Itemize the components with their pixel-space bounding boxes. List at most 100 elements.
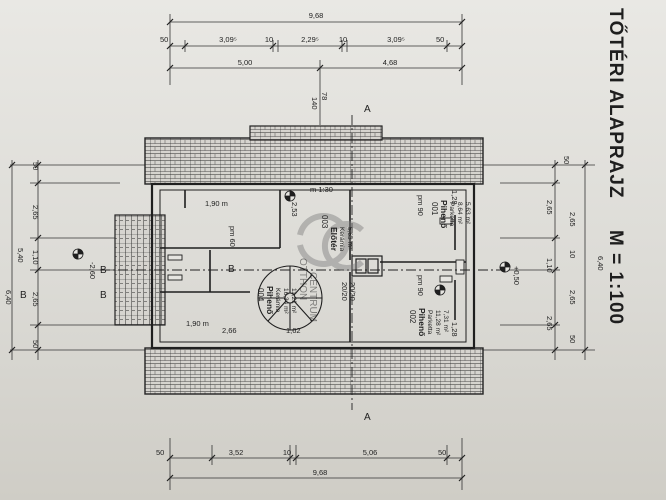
- dim-inner-8: pm 90: [416, 195, 425, 216]
- dim-right-2b: 2,65: [568, 212, 577, 227]
- watermark-logo: [297, 213, 365, 271]
- dim-inner-4: 1,62: [286, 326, 301, 335]
- dim-right-2: 2,65: [545, 200, 554, 215]
- bottom-ticks: [166, 454, 466, 482]
- watermark-otthon: OTTHON: [297, 258, 308, 300]
- dim-inner-7: 2,53: [290, 202, 299, 217]
- interior-walls: [160, 190, 466, 342]
- dim-inner-5: 1,28: [450, 190, 459, 205]
- room-004: 004 Pihenő Kerámia 16,34 m² 11,21 m²: [256, 286, 297, 314]
- plan-scale: M = 1:100: [605, 230, 626, 326]
- top-ticks: [166, 18, 466, 72]
- dim-bottom-5: 50: [438, 448, 446, 457]
- dim-top-vert-1: 140: [310, 97, 319, 110]
- room-001-area2: 5,63 m²: [464, 202, 471, 225]
- bottom-dimension-lines: [169, 438, 463, 490]
- dim-top-1: 50: [160, 35, 168, 44]
- watermark-text: OTTHON CENTRUM: [297, 258, 318, 322]
- dim-inner-9: pm 90: [416, 275, 425, 296]
- dim-right-6: 50: [568, 335, 577, 343]
- dim-top-2: 3,09⁵: [219, 35, 237, 44]
- room-002-num: 002: [408, 310, 417, 324]
- room-001: 001 Pihenő Parketta 8,64 m² 5,63 m²: [430, 200, 471, 228]
- room-003: 003 Előtér Kerámia 5,63 m²: [320, 215, 353, 252]
- section-b-left2: B: [100, 290, 107, 301]
- roof-bottom-band: [144, 347, 484, 395]
- plan-title: TŐTÉRI ALAPRAJZ: [605, 8, 626, 199]
- dim-top-5: 10: [339, 35, 347, 44]
- dim-top-7: 50: [436, 35, 444, 44]
- room-001-area: 8,64 m²: [456, 202, 463, 225]
- right-dimension-lines: [480, 160, 595, 360]
- dim-bottom-2: 3,52: [229, 448, 244, 457]
- room-003-num: 003: [320, 215, 329, 229]
- dim-right-1: 50: [562, 156, 571, 164]
- dim-left-6: 50: [31, 340, 40, 348]
- dim-right-4: 1,10: [545, 258, 554, 273]
- windows: [167, 217, 465, 283]
- dim-inner-2: 1,90 m: [186, 319, 209, 328]
- room-004-num: 004: [256, 288, 265, 302]
- room-003-name: Előtér: [329, 227, 339, 252]
- dim-left-4: 5,40: [16, 248, 25, 263]
- room-002-area: 11,28 m²: [434, 310, 441, 336]
- roof-label: m 1:30: [310, 185, 333, 194]
- room-003-floor: Kerámia: [338, 227, 345, 252]
- stair-mark: B: [228, 264, 235, 275]
- room-001-num: 001: [430, 202, 439, 216]
- dim-right-3: 10: [568, 250, 577, 258]
- dim-bottom-total: 9,68: [313, 468, 328, 477]
- room-002-name: Pihenő: [417, 308, 427, 336]
- room-001-name: Pihenő: [439, 200, 449, 228]
- dim-bottom-3: 10: [283, 448, 291, 457]
- dim-inner-12: 20/20: [348, 282, 357, 301]
- dim-left-1: 50: [31, 162, 40, 170]
- dim-top-total: 9,68: [309, 11, 324, 20]
- spiral-staircase: [257, 265, 323, 331]
- dim-inner-11: 20/20: [340, 282, 349, 301]
- room-002-area2: 7,31 m²: [442, 310, 449, 333]
- room-002-floor: Parketta: [426, 310, 433, 335]
- dim-top-3: 10: [265, 35, 273, 44]
- roof-ridge-top: [249, 125, 383, 141]
- dim-top2-1: 5,00: [238, 58, 253, 67]
- dim-top2-2: 4,68: [383, 58, 398, 67]
- room-003-area: 5,63 m²: [346, 227, 353, 250]
- dim-inner-6: 1,28: [450, 322, 459, 337]
- room-004-area2: 11,21 m²: [290, 288, 297, 314]
- dim-left-5: 2,65: [31, 292, 40, 307]
- inner-dimension-texts: 1,90 m 1,90 m 2,66 1,62 1,28 1,28 2,53 p…: [186, 190, 459, 337]
- room-002: 002 Pihenő Parketta 11,28 m² 7,31 m²: [408, 308, 449, 336]
- dim-top-6: 3,09⁵: [387, 35, 405, 44]
- dim-bottom-4: 5,06: [363, 448, 378, 457]
- room-004-name: Pihenő: [265, 286, 275, 314]
- top-dimension-lines: [169, 14, 463, 125]
- room-001-floor: Parketta: [448, 202, 455, 227]
- outer-walls: [150, 182, 476, 350]
- dimension-texts: 9,68 50 3,09⁵ 10 2,29⁵ 10 3,09⁵ 50 5,00 …: [4, 11, 605, 477]
- right-ticks: [551, 161, 589, 354]
- dim-left-3: 1,10: [31, 250, 40, 265]
- dim-right-5: 2,65: [568, 290, 577, 305]
- section-a-top: A: [364, 104, 371, 115]
- dim-inner-3: 2,66: [222, 326, 237, 335]
- room-004-floor: Kerámia: [274, 288, 281, 313]
- left-ticks: [8, 161, 42, 354]
- dim-left-8: -2,60: [88, 262, 97, 279]
- level-markers: [72, 190, 511, 296]
- dim-left-2: 2,65: [31, 205, 40, 220]
- section-a-bottom: A: [364, 412, 371, 423]
- dim-right-8: +0,50: [512, 266, 521, 285]
- dim-left-7: 6,40: [4, 290, 13, 305]
- dim-top-4: 2,29⁵: [301, 35, 319, 44]
- section-b-far-left: B: [20, 290, 27, 301]
- dim-inner-10: pm 60: [228, 226, 237, 247]
- room-004-area: 16,34 m²: [282, 288, 289, 314]
- watermark-centrum: CENTRUM: [307, 272, 318, 322]
- section-b-left: B: [100, 265, 107, 276]
- dim-inner-1: 1,90 m: [205, 199, 228, 208]
- roof-top-band: [144, 137, 484, 185]
- dim-bottom-1: 50: [156, 448, 164, 457]
